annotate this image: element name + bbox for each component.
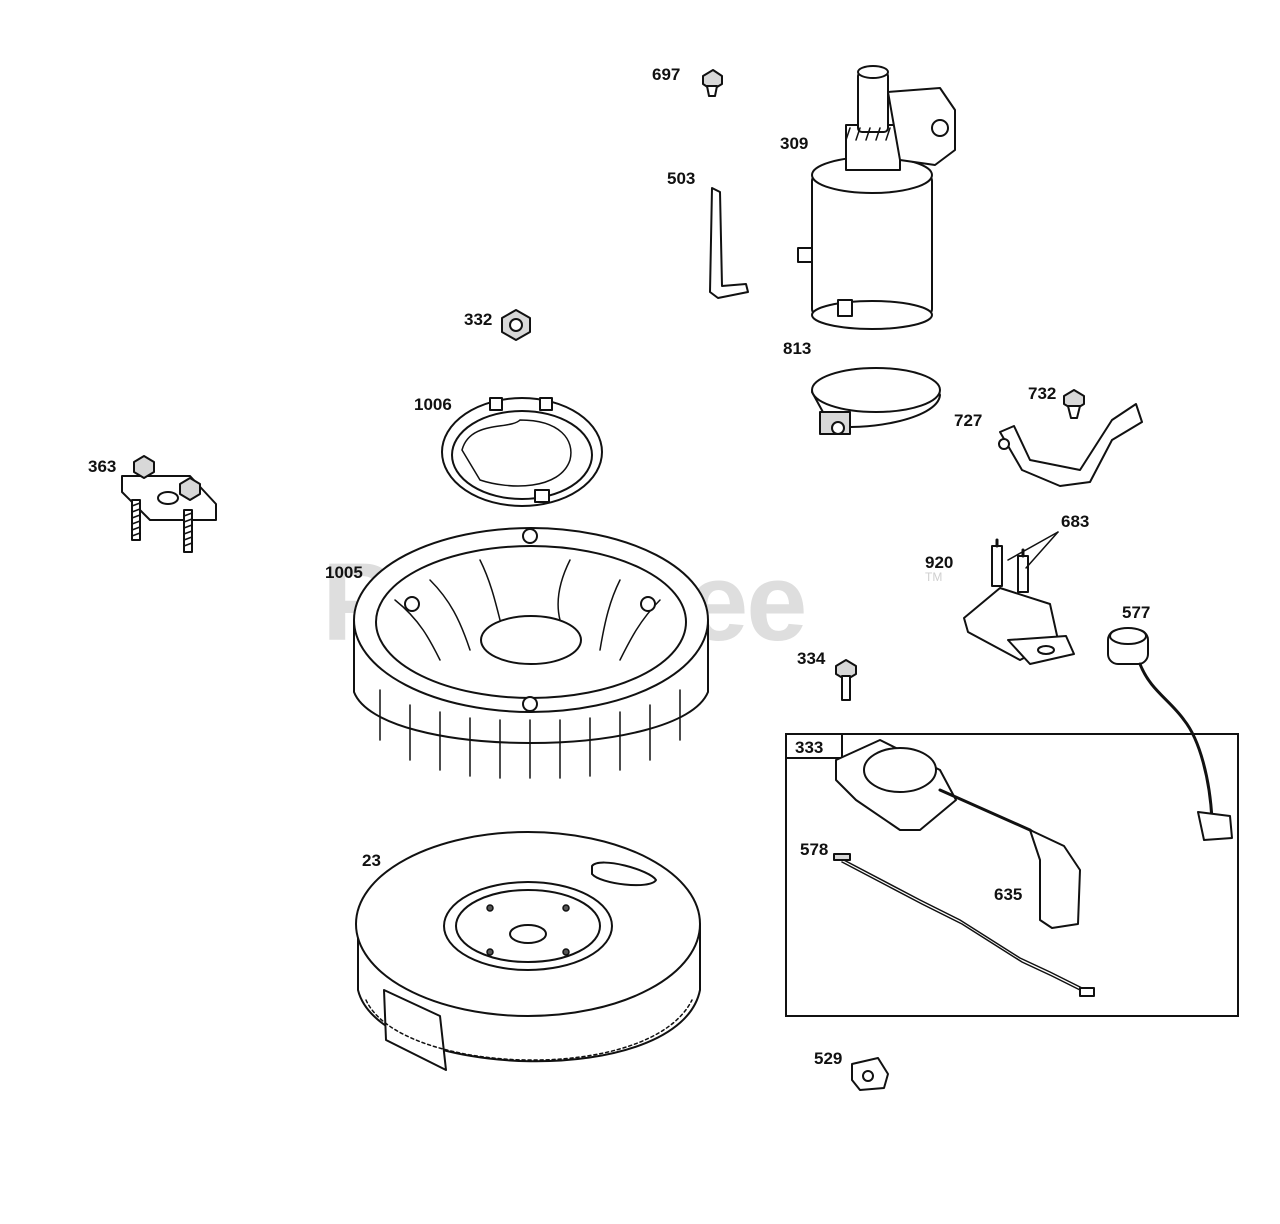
part-1005-fan[interactable]	[353, 527, 709, 779]
label-920: 920	[925, 553, 954, 572]
part-727-bracket[interactable]	[998, 403, 1143, 487]
part-578-ground-wire[interactable]	[833, 853, 1095, 997]
label-635: 635	[994, 885, 1023, 904]
label-813: 813	[783, 339, 812, 358]
part-armature-coil[interactable]	[835, 739, 1081, 929]
label-529: 529	[814, 1049, 843, 1068]
part-697-screw[interactable]	[702, 69, 723, 97]
watermark-trademark: TM	[925, 570, 943, 584]
label-309: 309	[780, 134, 809, 153]
label-1005: 1005	[325, 563, 363, 582]
group-label-333: 333	[795, 738, 824, 757]
part-732-screw[interactable]	[1063, 389, 1085, 419]
part-683-leader-lines	[1007, 531, 1059, 569]
part-813-clamp[interactable]	[811, 367, 941, 435]
part-503-bracket[interactable]	[709, 187, 749, 299]
label-334: 334	[797, 649, 826, 668]
label-577: 577	[1122, 603, 1151, 622]
label-503: 503	[667, 169, 696, 188]
part-363-bracket[interactable]	[121, 455, 217, 553]
label-332: 332	[464, 310, 493, 329]
group-333-box	[785, 733, 1239, 1017]
label-683: 683	[1061, 512, 1090, 531]
part-332-nut[interactable]	[501, 309, 531, 341]
part-920-module[interactable]	[963, 538, 1075, 665]
part-309-starter-motor[interactable]	[797, 65, 956, 330]
label-578: 578	[800, 840, 829, 859]
label-697: 697	[652, 65, 681, 84]
part-1006-plate[interactable]	[441, 397, 603, 507]
label-1006: 1006	[414, 395, 452, 414]
label-732: 732	[1028, 384, 1057, 403]
label-23: 23	[362, 851, 381, 870]
part-529-grommet[interactable]	[851, 1057, 889, 1091]
part-334-screw[interactable]	[835, 659, 857, 701]
label-363: 363	[88, 457, 117, 476]
part-23-flywheel[interactable]	[355, 831, 701, 1071]
part-577-plug-wire[interactable]	[1107, 627, 1233, 841]
label-727: 727	[954, 411, 983, 430]
